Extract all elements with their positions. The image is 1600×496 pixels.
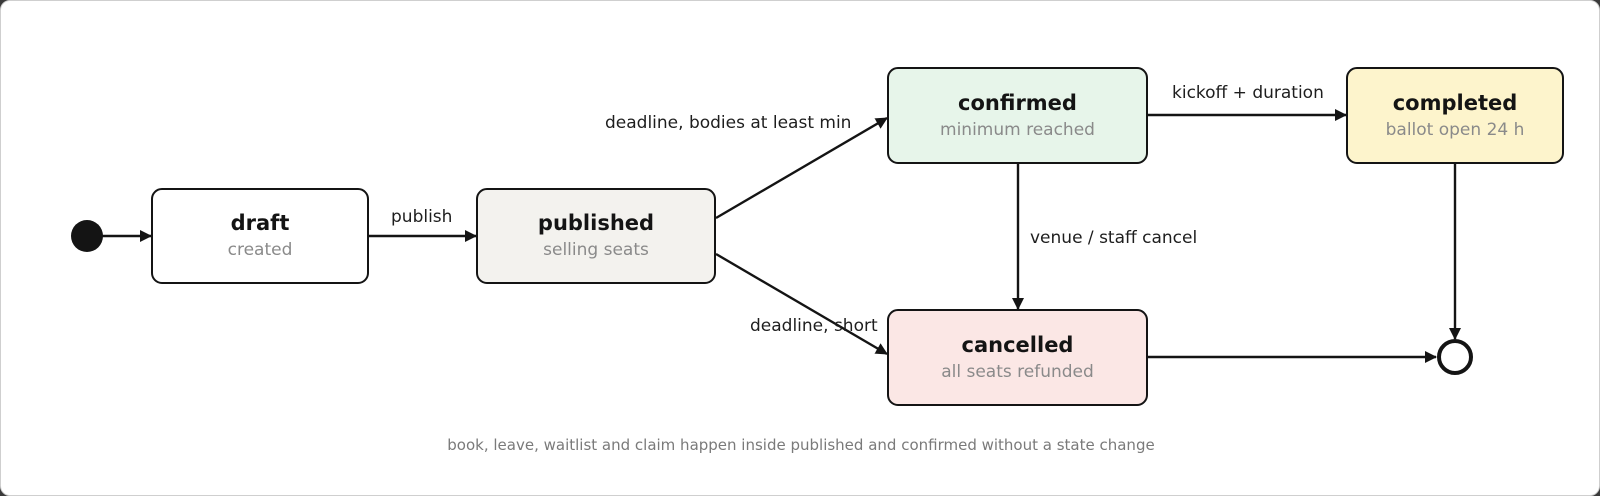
state-published-name: published [537,211,655,235]
state-cancelled: cancelled all seats refunded [887,309,1148,406]
label-publish: publish [391,207,453,227]
state-published: published selling seats [476,188,716,284]
state-confirmed-name: confirmed [958,90,1077,115]
state-completed-name: completed [1392,90,1518,115]
label-kickoff: kickoff + duration [1172,83,1324,103]
label-deadline-short: deadline, short [750,316,878,336]
state-completed-sub: ballot open 24 h [1385,119,1525,140]
label-deadline-min: deadline, bodies at least min [605,113,852,133]
state-draft: draft created [151,188,369,284]
state-confirmed: confirmed minimum reached [887,67,1148,164]
state-cancelled-sub: all seats refunded [941,361,1094,382]
arrow-published-to-cancelled [715,252,888,356]
state-published-sub: selling seats [543,240,649,260]
label-venue-cancel: venue / staff cancel [1030,228,1198,248]
state-cancelled-name: cancelled [961,332,1074,357]
state-draft-name: draft [230,211,290,235]
initial-state-dot [71,220,103,252]
footnote: book, leave, waitlist and claim happen i… [447,436,1155,454]
final-state-ring [1437,339,1473,375]
arrow-published-to-confirmed [715,116,888,220]
state-confirmed-sub: minimum reached [940,119,1095,140]
state-draft-sub: created [227,240,293,260]
state-completed: completed ballot open 24 h [1346,67,1564,164]
